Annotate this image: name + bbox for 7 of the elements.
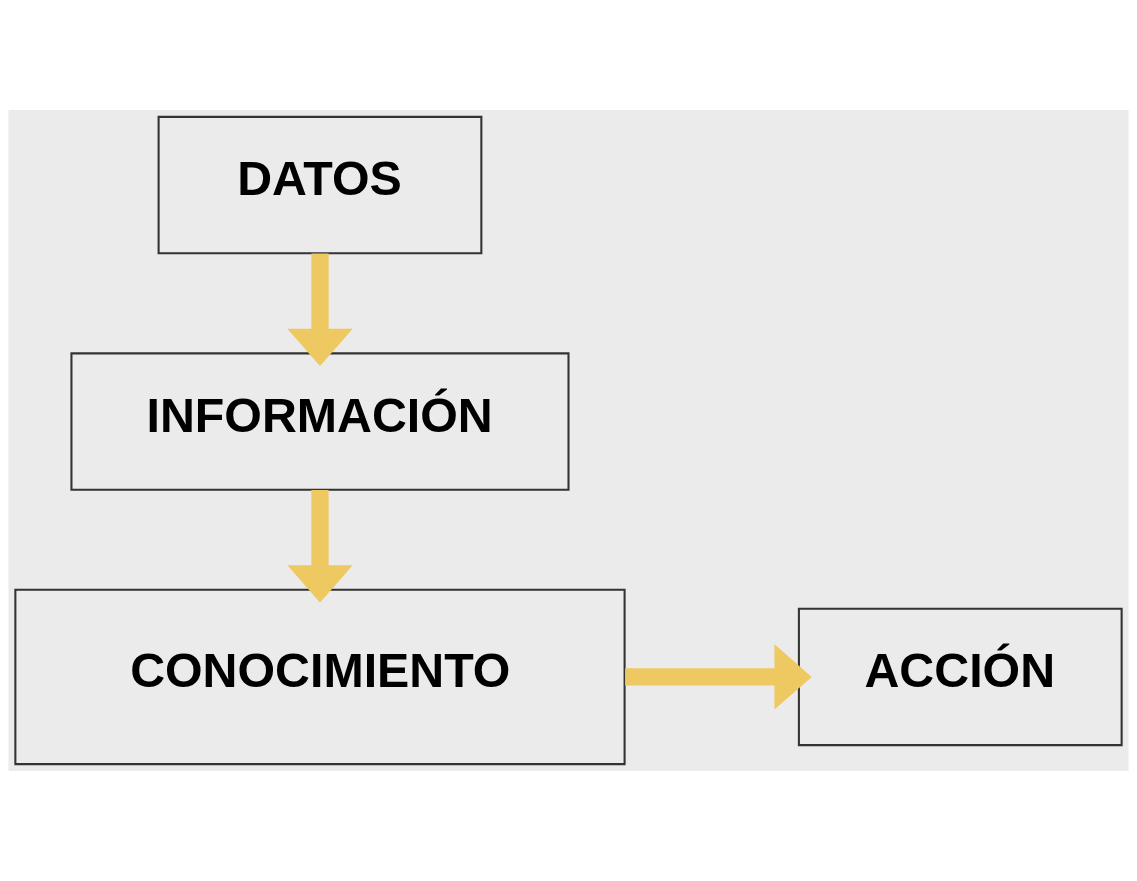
node-box: DATOS xyxy=(157,115,483,255)
arrow xyxy=(287,253,353,367)
arrow xyxy=(287,490,353,603)
arrow xyxy=(625,644,812,710)
node-box: INFORMACIÓN xyxy=(70,352,570,491)
node-box: ACCIÓN xyxy=(797,607,1123,747)
node-box: CONOCIMIENTO xyxy=(14,588,626,766)
